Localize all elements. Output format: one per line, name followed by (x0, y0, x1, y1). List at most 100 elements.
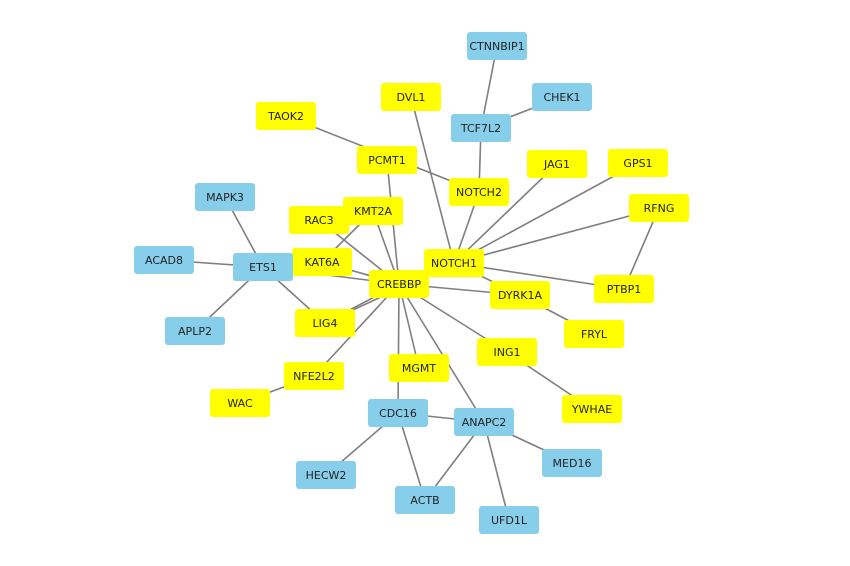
node-lig4[interactable]: LIG4 (295, 309, 355, 337)
node-box (165, 317, 225, 345)
node-label: MGMT (402, 362, 437, 375)
node-box (134, 246, 194, 274)
node-box (479, 506, 539, 534)
node-label: FRYL (581, 328, 608, 341)
node-box (449, 178, 509, 206)
node-box (233, 253, 293, 281)
node-notch2[interactable]: NOTCH2 (449, 178, 509, 206)
node-ywhae[interactable]: YWHAE (562, 395, 622, 423)
node-dyrk1a[interactable]: DYRK1A (490, 281, 550, 309)
node-label: KAT6A (305, 256, 340, 269)
node-label: RAC3 (304, 214, 333, 227)
node-fryl[interactable]: FRYL (564, 320, 624, 348)
node-label: PCMT1 (368, 154, 406, 167)
node-box (256, 102, 316, 130)
node-rac3[interactable]: RAC3 (289, 206, 349, 234)
node-ets1[interactable]: ETS1 (233, 253, 293, 281)
node-ing1[interactable]: ING1 (477, 338, 537, 366)
edge-crebbp-anapc2 (398, 283, 485, 423)
edge-nfe2l2-crebbp (313, 283, 400, 377)
node-box (296, 461, 356, 489)
node-box (343, 197, 403, 225)
node-label: WAC (227, 397, 253, 410)
node-label: ANAPC2 (462, 416, 507, 429)
edge-anapc2-ufd1l (483, 421, 510, 521)
node-box (368, 399, 428, 427)
node-box (527, 150, 587, 178)
node-label: CHEK1 (543, 91, 580, 104)
node-box (490, 281, 550, 309)
node-box (629, 194, 689, 222)
node-box (594, 275, 654, 303)
node-gps1[interactable]: GPS1 (608, 149, 668, 177)
node-rfng[interactable]: RFNG (629, 194, 689, 222)
node-box (284, 362, 344, 390)
node-box (542, 449, 602, 477)
node-ctnnbip1[interactable]: CTNNBIP1 (467, 32, 527, 60)
node-label: ACAD8 (145, 254, 183, 267)
node-acad8[interactable]: ACAD8 (134, 246, 194, 274)
node-kmt2a[interactable]: KMT2A (343, 197, 403, 225)
node-box (369, 270, 429, 298)
node-taok2[interactable]: TAOK2 (256, 102, 316, 130)
node-label: PTBP1 (607, 283, 642, 296)
node-box (451, 114, 511, 142)
node-label: DVL1 (397, 91, 426, 104)
node-box (532, 83, 592, 111)
node-hecw2[interactable]: HECW2 (296, 461, 356, 489)
node-anapc2[interactable]: ANAPC2 (454, 408, 514, 436)
node-nfe2l2[interactable]: NFE2L2 (284, 362, 344, 390)
node-box (210, 389, 270, 417)
node-label: ACTB (410, 494, 439, 507)
node-notch1[interactable]: NOTCH1 (424, 249, 484, 277)
node-label: KMT2A (354, 205, 392, 218)
node-mapk3[interactable]: MAPK3 (195, 183, 255, 211)
edge-cdc16-actb (397, 412, 426, 501)
node-label: HECW2 (306, 469, 347, 482)
node-box (562, 395, 622, 423)
node-crebbp[interactable]: CREBBP (369, 270, 429, 298)
node-med16[interactable]: MED16 (542, 449, 602, 477)
node-box (395, 486, 455, 514)
node-ufd1l[interactable]: UFD1L (479, 506, 539, 534)
node-chek1[interactable]: CHEK1 (532, 83, 592, 111)
node-label: CDC16 (379, 407, 417, 420)
node-label: NOTCH2 (456, 186, 502, 199)
node-label: CTNNBIP1 (469, 40, 524, 53)
node-ptbp1[interactable]: PTBP1 (594, 275, 654, 303)
node-aplp2[interactable]: APLP2 (165, 317, 225, 345)
node-box (477, 338, 537, 366)
node-label: NOTCH1 (431, 257, 477, 270)
node-dvl1[interactable]: DVL1 (381, 83, 441, 111)
node-box (424, 249, 484, 277)
node-label: UFD1L (491, 514, 528, 527)
node-tcf7l2[interactable]: TCF7L2 (451, 114, 511, 142)
node-kat6a[interactable]: KAT6A (292, 248, 352, 276)
node-actb[interactable]: ACTB (395, 486, 455, 514)
node-box (454, 408, 514, 436)
node-wac[interactable]: WAC (210, 389, 270, 417)
node-box (289, 206, 349, 234)
node-jag1[interactable]: JAG1 (527, 150, 587, 178)
node-box (195, 183, 255, 211)
node-label: NFE2L2 (293, 370, 335, 383)
node-label: LIG4 (313, 317, 338, 330)
edge-gps1-notch1 (453, 162, 639, 264)
node-box (389, 354, 449, 382)
node-label: MAPK3 (206, 191, 244, 204)
node-box (381, 83, 441, 111)
node-pcmt1[interactable]: PCMT1 (357, 146, 417, 174)
node-label: GPS1 (623, 157, 652, 170)
node-label: DYRK1A (498, 289, 542, 302)
node-label: APLP2 (178, 325, 212, 338)
node-cdc16[interactable]: CDC16 (368, 399, 428, 427)
node-label: YWHAE (571, 403, 612, 416)
edge-dvl1-notch1 (410, 96, 455, 264)
node-label: MED16 (553, 457, 592, 470)
node-label: TCF7L2 (460, 122, 501, 135)
node-mgmt[interactable]: MGMT (389, 354, 449, 382)
edge-rfng-notch1 (453, 207, 660, 264)
node-box (292, 248, 352, 276)
